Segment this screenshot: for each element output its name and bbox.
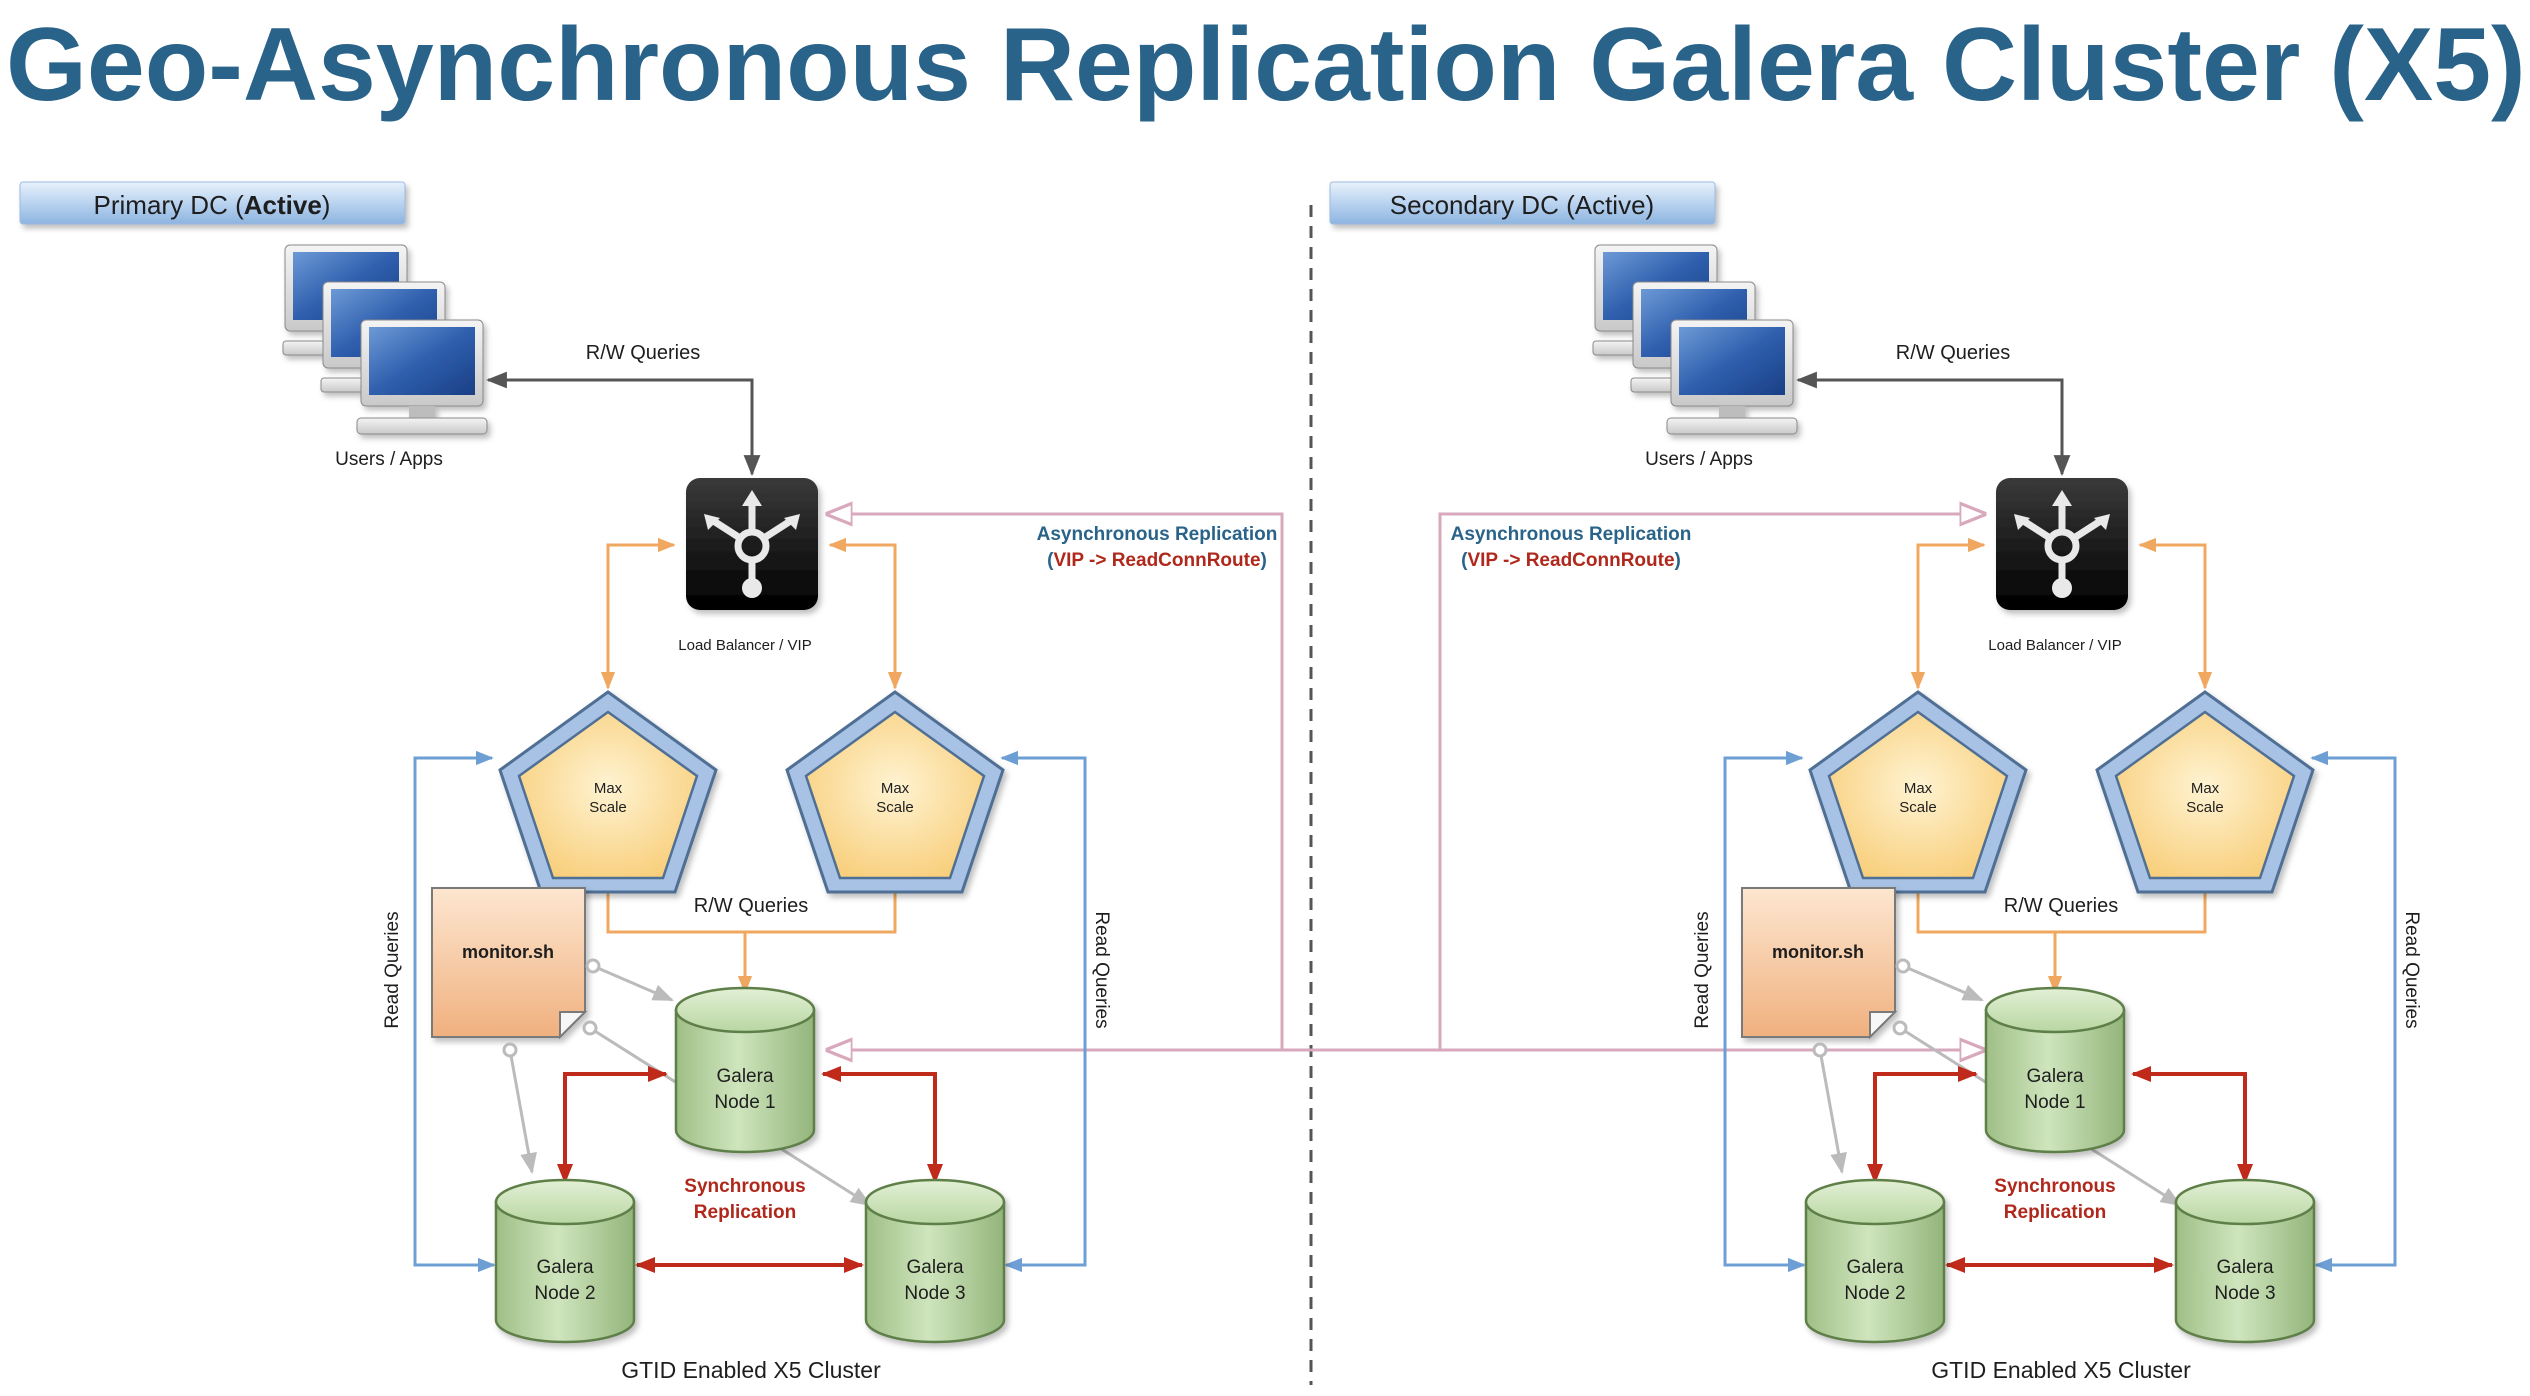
monitor-label: monitor.sh (462, 942, 554, 962)
cluster-label: GTID Enabled X5 Cluster (1931, 1357, 2191, 1383)
read-queries-right-label: Read Queries (2401, 911, 2422, 1028)
dc-banner-label: Secondary DC (Active) (1390, 190, 1654, 220)
async-replication-links (828, 514, 1984, 1050)
primary-dc-labels: Primary DC (Active) Users / Apps R/W Que… (94, 190, 1278, 1383)
load-balancer-label: Load Balancer / VIP (678, 637, 811, 654)
read-queries-right-label: Read Queries (1091, 911, 1112, 1028)
rw-mid-label: R/W Queries (694, 895, 808, 917)
monitor-label: monitor.sh (1772, 942, 1864, 962)
cluster-label: GTID Enabled X5 Cluster (621, 1357, 881, 1383)
async-replication-label: Asynchronous Replication (1037, 524, 1278, 545)
secondary-dc-labels: Secondary DC (Active) Users / Apps R/W Q… (1390, 190, 2422, 1383)
primary-dc-graphics (20, 182, 1085, 1342)
rw-top-label: R/W Queries (586, 342, 700, 364)
load-balancer-label: Load Balancer / VIP (1988, 637, 2121, 654)
dc-banner-label: Primary DC (Active) (94, 190, 331, 220)
users-apps-label: Users / Apps (335, 449, 443, 470)
vip-route-label: (VIP -> ReadConnRoute) (1461, 550, 1681, 571)
users-apps-label: Users / Apps (1645, 449, 1753, 470)
read-queries-left-label: Read Queries (1692, 911, 1713, 1028)
rw-top-label: R/W Queries (1896, 342, 2010, 364)
secondary-dc-graphics (1330, 182, 2395, 1342)
page-title: Geo-Asynchronous Replication Galera Clus… (6, 7, 2526, 123)
rw-mid-label: R/W Queries (2004, 895, 2118, 917)
async-replication-label: Asynchronous Replication (1451, 524, 1692, 545)
read-queries-left-label: Read Queries (382, 911, 403, 1028)
vip-route-label: (VIP -> ReadConnRoute) (1047, 550, 1267, 571)
